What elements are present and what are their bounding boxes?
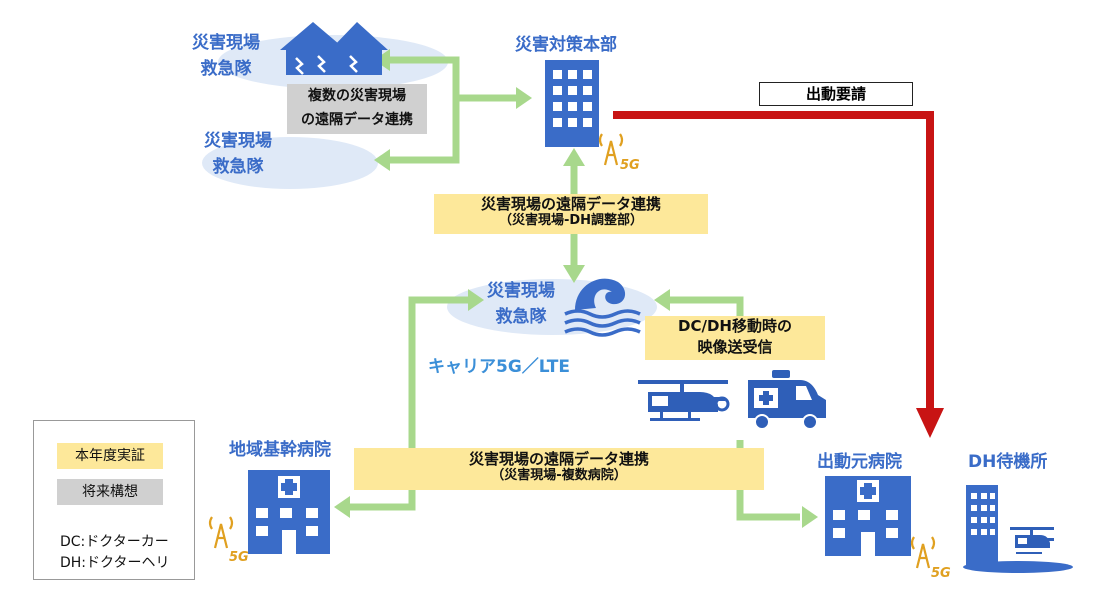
origin-5g-label: 5G [931,566,951,581]
regional-hospital-label: 地域基幹病院 [229,440,331,460]
team-second-line2: 救急隊 [212,157,264,178]
hq-link-sub: （災害現場-DH調整部） [498,213,644,229]
hq-link-box: 災害現場の遠隔データ連携 （災害現場-DH調整部） [434,194,708,234]
red-dispatch-arrow [613,111,934,410]
ambulance-icon [748,370,826,430]
legend-box: 本年度実証 将来構想 DC:ドクターカー DH:ドクターヘリ [33,420,195,580]
building-icon [545,60,599,147]
team-second-line1: 災害現場 [204,131,272,151]
hq-link-title: 災害現場の遠隔データ連携 [480,195,661,213]
antenna-icon [598,133,624,166]
origin-hospital-label: 出動元病院 [817,452,902,472]
helicopter-icon [1010,527,1054,554]
center-team-line2: 救急隊 [495,307,547,328]
hq-label: 災害対策本部 [515,35,617,55]
legend-dh-definition: DH:ドクターヘリ [60,555,170,571]
legend-dc-definition: DC:ドクターカー [60,534,169,550]
multi-site-line2: の遠隔データ連携 [301,112,413,128]
site-ellipse-center [447,279,657,335]
red-arrowhead [916,408,944,438]
dcdh-video-line1: DC/DH移動時の [678,317,792,335]
hospital-link-sub: （災害現場-複数病院） [491,468,627,484]
hospital-link-title: 災害現場の遠隔データ連携 [468,450,649,468]
building-icon [966,485,998,565]
team-top-line1: 災害現場 [192,33,260,53]
team-top-line2: 救急隊 [200,59,252,80]
antenna-icon [910,536,936,569]
hospital-icon [825,476,911,556]
legend-demo: 本年度実証 [57,443,163,469]
helicopter-icon [638,380,730,421]
arrow-multi-sites [387,56,460,164]
dh-standby-label: DH待機所 [968,452,1048,472]
site-ellipse-second [202,137,378,189]
arrow-regional-to-center [408,296,470,480]
regional-5g-label: 5G [229,550,249,565]
center-team-line1: 災害現場 [487,281,555,301]
dcdh-video-line2: 映像送受信 [697,338,773,356]
hospital-icon [248,470,330,554]
hospital-link-box: 災害現場の遠隔データ連携 （災害現場-複数病院） [354,448,764,490]
team-second-label: 災害現場 救急隊 [204,128,272,181]
multi-site-line1: 複数の災害現場 [308,88,406,104]
carrier-label: キャリア5G／LTE [428,357,571,377]
dcdh-video-box: DC/DH移動時の 映像送受信 [645,316,825,360]
wave-icon [564,278,641,337]
team-top-label: 災害現場 救急隊 [192,30,260,83]
hq-5g-label: 5G [620,158,640,173]
antenna-icon [208,516,234,549]
multi-site-box: 複数の災害現場 の遠隔データ連携 [287,84,427,134]
dispatch-request-box: 出動要請 [759,82,913,106]
center-team-label: 災害現場 救急隊 [487,278,555,331]
house-icon [280,22,388,75]
legend-future: 将来構想 [57,479,163,505]
